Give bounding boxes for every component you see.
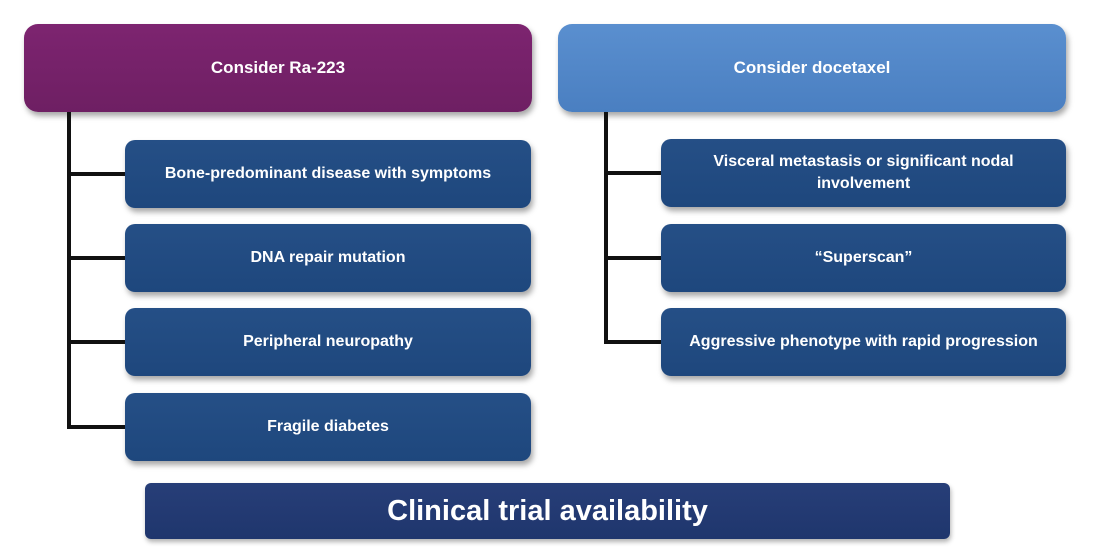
right-trunk-line (604, 112, 608, 344)
criterion-box: Aggressive phenotype with rapid progress… (661, 308, 1066, 376)
left-branch-line (67, 425, 127, 429)
left-branch-line (67, 172, 127, 176)
right-branch-line (604, 256, 663, 260)
criterion-box: “Superscan” (661, 224, 1066, 292)
criterion-box: Visceral metastasis or significant nodal… (661, 139, 1066, 207)
criterion-box: Bone-predominant disease with symptoms (125, 140, 531, 208)
left-branch-line (67, 340, 127, 344)
right-branch-line (604, 340, 663, 344)
criterion-box: Peripheral neuropathy (125, 308, 531, 376)
right-branch-line (604, 171, 663, 175)
criterion-box: Fragile diabetes (125, 393, 531, 461)
criterion-box: DNA repair mutation (125, 224, 531, 292)
left-trunk-line (67, 112, 71, 429)
clinical-trial-availability-banner: Clinical trial availability (145, 483, 950, 539)
header-consider-ra223: Consider Ra-223 (24, 24, 532, 112)
left-branch-line (67, 256, 127, 260)
header-consider-docetaxel: Consider docetaxel (558, 24, 1066, 112)
